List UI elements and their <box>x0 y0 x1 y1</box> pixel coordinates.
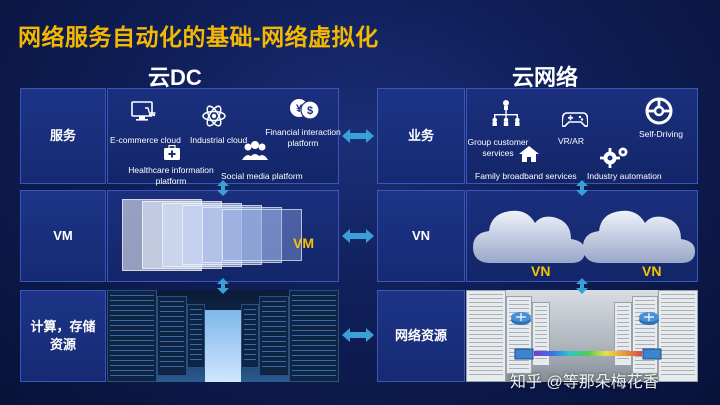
healthcare-kit-icon <box>164 145 180 160</box>
group-label: Group customer services <box>467 137 529 158</box>
vertical-arrow-icon <box>576 278 588 294</box>
ecommerce-label: E-commerce cloud <box>110 135 181 145</box>
service-content-box: E-commerce cloud Industrial cloud ¥ $ Fi… <box>107 88 341 186</box>
financial-label: Financial interaction platform <box>265 127 341 148</box>
right-heading: 云网络 <box>512 65 579 90</box>
vm-content-box: VM <box>107 190 339 282</box>
org-chart-icon <box>492 100 520 126</box>
business-content-box: Group customer services VR/AR Self-Drivi… <box>466 88 698 184</box>
vm-tag: VM <box>293 235 314 251</box>
server-room-photo <box>466 290 698 382</box>
gears-icon <box>600 147 628 168</box>
house-icon <box>519 146 539 162</box>
vn-label-box: VN <box>377 190 465 282</box>
vertical-arrow-icon <box>217 278 229 294</box>
datacenter-photo <box>107 290 339 382</box>
cloud-icon <box>473 210 585 263</box>
healthcare-label: Healthcare information platform <box>128 165 214 186</box>
vn-content-box: VN VN <box>466 190 698 282</box>
social-people-icon <box>242 141 268 160</box>
selfdriving-label: Self-Driving <box>639 129 683 139</box>
network-label-box: 网络资源 <box>377 290 465 382</box>
vr-label: VR/AR <box>558 136 584 146</box>
network-label: 网络资源 <box>394 327 447 343</box>
vm-label-box: VM <box>20 190 106 282</box>
financial-coins-icon: ¥ $ <box>290 99 320 120</box>
slide-title: 网络服务自动化的基础-网络虚拟化 <box>18 24 379 50</box>
industrial-label: Industrial cloud <box>190 135 248 145</box>
business-label-box: 业务 <box>377 88 465 184</box>
vertical-arrow-icon <box>217 180 229 196</box>
svg-text:¥: ¥ <box>296 103 303 115</box>
double-arrow-icon <box>342 129 374 143</box>
double-arrow-icon <box>342 328 374 342</box>
svg-text:$: $ <box>307 105 313 117</box>
router-icon <box>639 312 659 325</box>
social-label: Social media platform <box>221 171 303 181</box>
compute-label-box: 计算，存储资源 <box>20 290 106 382</box>
double-arrow-icon <box>342 229 374 243</box>
ecommerce-icon <box>131 101 156 121</box>
business-label: 业务 <box>407 127 434 143</box>
vn-tag-2: VN <box>642 263 662 279</box>
rainbow-link <box>534 351 642 356</box>
router-icon <box>511 312 531 325</box>
service-label: 服务 <box>49 127 76 143</box>
family-label: Family broadband services <box>475 171 577 181</box>
switch-icon <box>642 348 662 360</box>
gamepad-icon <box>562 112 588 127</box>
compute-label: 计算，存储资源 <box>30 318 96 352</box>
vm-label: VM <box>53 227 73 243</box>
vn-tag-1: VN <box>531 263 551 279</box>
cloud-icon <box>583 210 695 263</box>
vn-label: VN <box>411 227 431 243</box>
watermark: 知乎 @等那朵梅花香 <box>510 374 659 391</box>
industrial-atom-icon <box>202 105 226 127</box>
switch-icon <box>514 348 534 360</box>
industry-label: Industry automation <box>587 171 662 181</box>
service-label-box: 服务 <box>20 88 106 184</box>
vertical-arrow-icon <box>576 180 588 196</box>
steering-wheel-icon <box>645 97 673 125</box>
left-heading: 云DC <box>148 65 202 90</box>
